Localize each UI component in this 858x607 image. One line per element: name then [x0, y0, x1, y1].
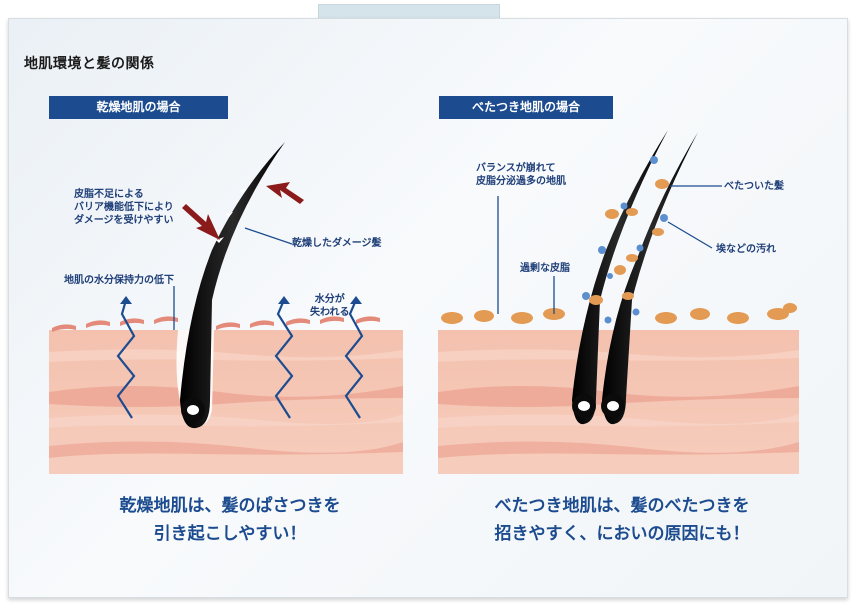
dirt-label: 埃などの汚れ	[716, 244, 776, 255]
sebum-shortage-note: 皮脂不足による バリア機能低下により ダメージを受けやすい	[74, 188, 174, 227]
right-panel-label: べたつき地肌の場合	[439, 96, 613, 119]
damage-arrows	[182, 182, 304, 240]
sebum-note-line3: ダメージを受けやすい	[74, 215, 174, 226]
moisture-retention-label: 地肌の水分保持力の低下	[64, 275, 174, 286]
balance-note: バランスが崩れて 皮脂分泌過多の地肌	[476, 162, 566, 188]
excess-sebum-label: 過剰な皮脂	[520, 263, 570, 274]
left-panel-label: 乾燥地肌の場合	[49, 96, 228, 119]
right-hairs	[572, 130, 698, 425]
moisture-loss-line2: 失われる	[310, 307, 350, 318]
left-caption: 乾燥地肌は、髪のぱさつきを 引き起こしやすい！	[60, 492, 400, 548]
left-hair	[176, 142, 285, 429]
dry-hair-label: 乾燥したダメージ髪	[292, 238, 382, 249]
moisture-arrows	[116, 299, 364, 419]
balance-note-line1: バランスが崩れて	[476, 163, 556, 174]
sebum-blobs	[441, 303, 797, 324]
left-caption-line1: 乾燥地肌は、髪のぱさつきを	[119, 496, 341, 516]
sebum-note-line2: バリア機能低下により	[74, 202, 174, 213]
right-caption-line1: べたつき地肌は、髪のべたつきを	[494, 496, 750, 516]
sebum-note-line1: 皮脂不足による	[74, 189, 144, 200]
balance-note-line2: 皮脂分泌過多の地肌	[476, 176, 566, 187]
page-title: 地肌環境と髪の関係	[24, 56, 155, 72]
left-caption-line2: 引き起こしやすい！	[153, 524, 307, 544]
right-caption-line2: 招きやすく、においの原因にも！	[494, 524, 750, 544]
moisture-loss-line1: 水分が	[314, 294, 345, 305]
moisture-loss-label: 水分が 失われる	[310, 293, 350, 319]
right-caption: べたつき地肌は、髪のべたつきを 招きやすく、においの原因にも！	[448, 492, 796, 548]
left-skin	[49, 316, 403, 474]
dirt-particles	[582, 156, 668, 324]
sticky-hair-label: べたついた髪	[724, 181, 784, 192]
